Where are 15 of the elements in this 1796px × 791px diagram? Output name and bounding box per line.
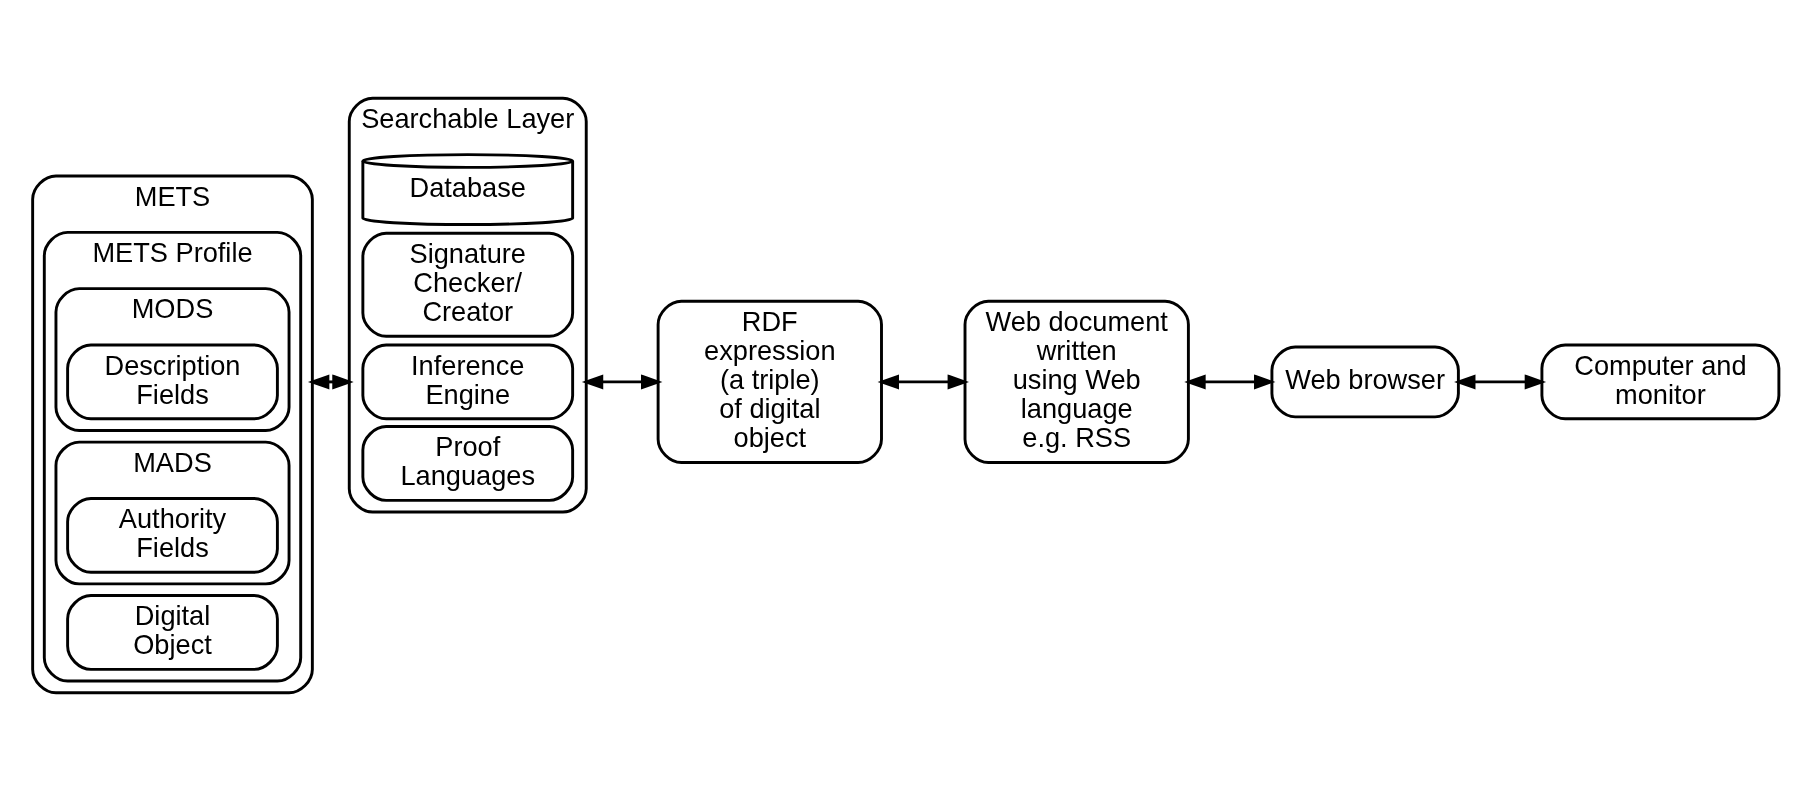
arrow [1184, 374, 1276, 390]
node-box: Web document written using Web language e.g. RSS [963, 299, 1190, 464]
node-box: RDF expression (a triple) of digital object [656, 299, 883, 464]
node-box: Digital Object [66, 594, 279, 671]
node-box: Inference Engine [361, 343, 575, 421]
node-box: Description Fields [66, 343, 279, 421]
node-box: Signature Checker/ Creator [361, 231, 575, 338]
arrow [877, 374, 969, 390]
arrow [581, 374, 663, 390]
arrow [307, 374, 354, 390]
arrow [1454, 374, 1547, 390]
node-box: Authority Fields [66, 497, 279, 574]
node-box: Proof Languages [361, 425, 575, 502]
node-box: Web browser [1270, 345, 1460, 419]
node-box: Computer and monitor [1540, 343, 1781, 421]
